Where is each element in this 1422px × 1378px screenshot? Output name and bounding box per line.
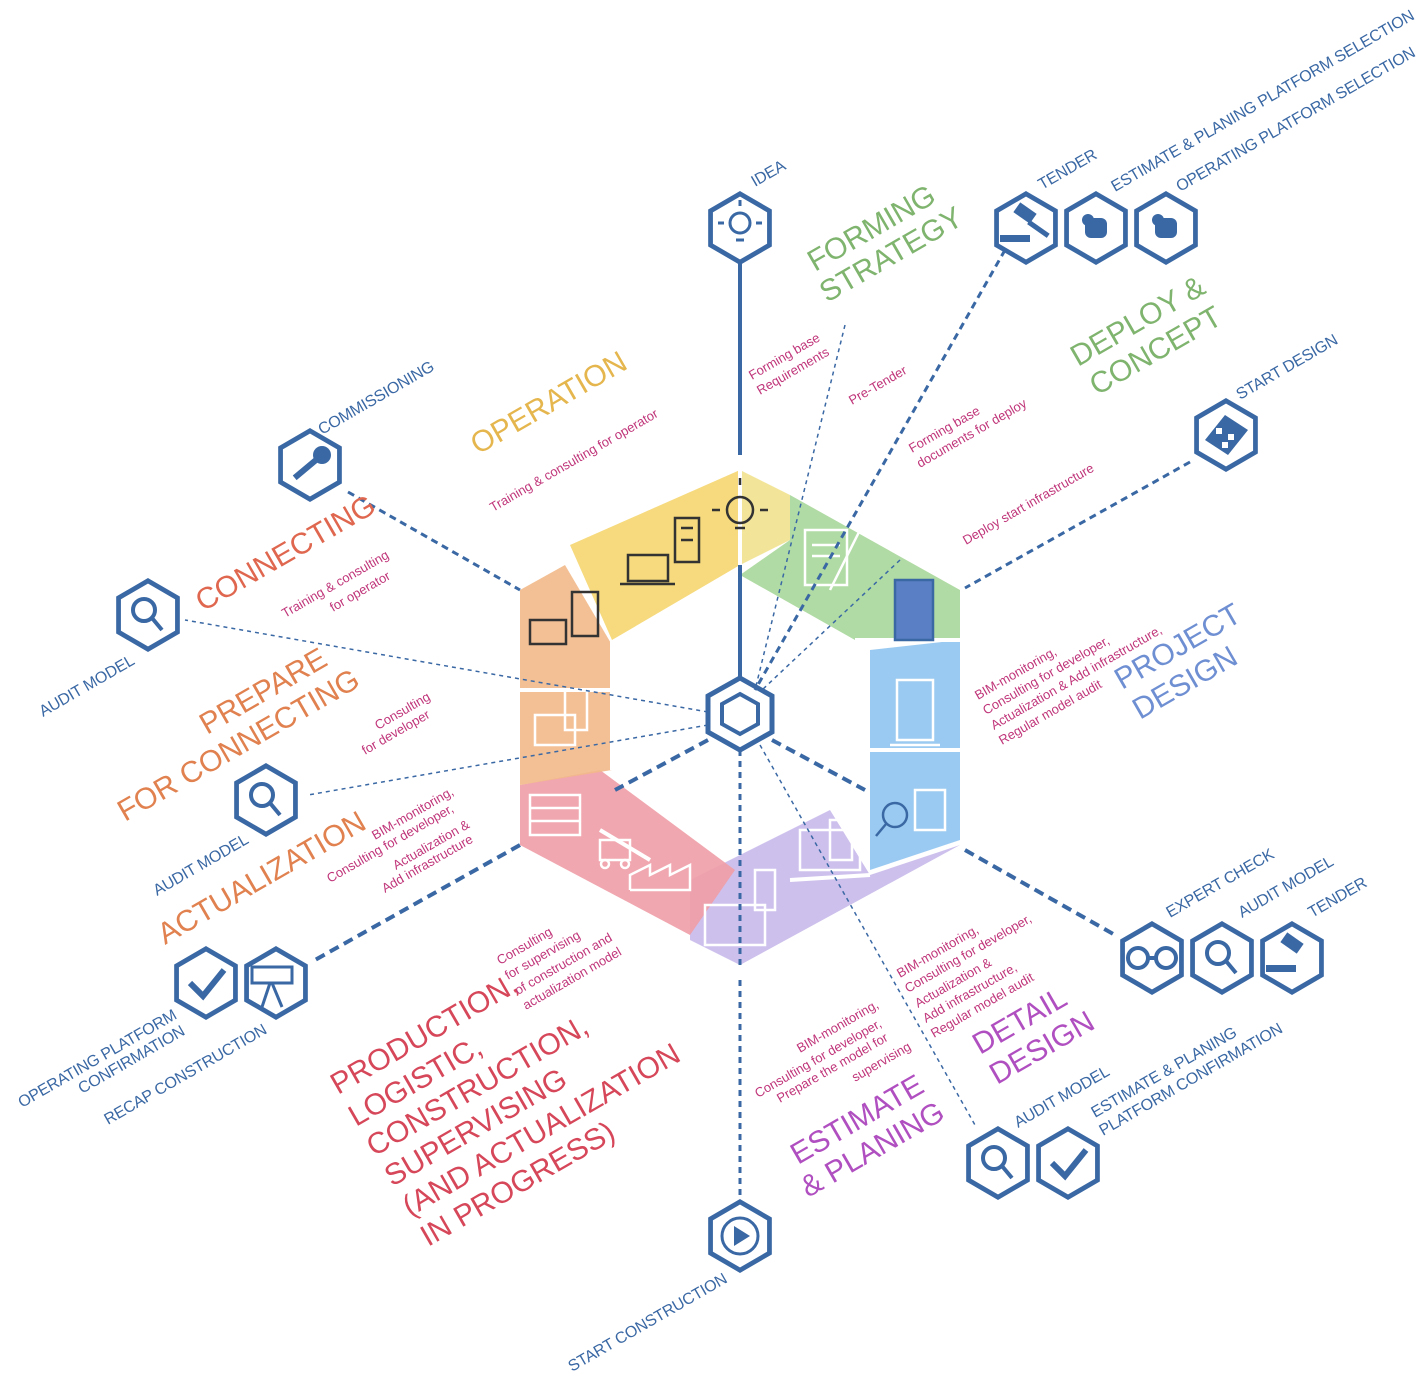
start-design-label: START DESIGN <box>1234 332 1341 404</box>
milestone-operating-platform <box>1137 194 1196 262</box>
brick-building-icon <box>533 688 589 747</box>
key-icon <box>292 446 331 481</box>
project-design-tile <box>870 640 960 870</box>
milestone-audit-model-right <box>1193 924 1252 992</box>
laptop-chart-icon <box>620 553 675 586</box>
building-plan-icon <box>890 678 940 747</box>
truck-icon <box>598 838 632 870</box>
milestone-tender <box>997 194 1056 262</box>
milestone-audit-model-left-high <box>119 581 178 649</box>
checkmark-icon <box>187 968 227 1001</box>
magnifier-icon <box>1205 940 1238 975</box>
start-construction-label: START CONSTRUCTION <box>566 1271 731 1376</box>
milestone-recap-construction <box>247 949 306 1017</box>
note-pre-tender: Pre-Tender <box>846 362 910 407</box>
lightbulb-icon <box>718 200 762 242</box>
estimate-platform-conf-label-2: PLATFORM CONFIRMATION <box>1097 1020 1286 1139</box>
estimate-platform-sel-label: ESTIMATE & PLANING PLATFORM SELECTION <box>1109 7 1418 195</box>
milestone-estimate-platform-conf <box>1039 1129 1098 1197</box>
milestone-tender-right <box>1263 924 1322 992</box>
glasses-icon <box>1126 946 1178 970</box>
hub-icon <box>705 675 775 753</box>
magnifier-icon <box>249 782 282 817</box>
production-tile <box>520 770 735 935</box>
factory-icon <box>628 862 692 892</box>
detail-design-tile <box>690 810 960 965</box>
checkmark-icon <box>1049 1148 1089 1181</box>
tower-building-icon <box>893 578 935 642</box>
play-icon <box>720 1216 760 1256</box>
magnifier-icon <box>981 1145 1014 1180</box>
milestone-start-design <box>1197 401 1256 469</box>
brick-wall-icon <box>528 793 582 837</box>
milestone-audit-model-bottom <box>969 1129 1028 1197</box>
tender-label: TENDER <box>1036 146 1100 193</box>
checkered-flag-icon <box>1205 415 1248 455</box>
operating-platform-sel-label: OPERATING PLATFORM SELECTION <box>1174 44 1419 195</box>
document-pencil-icon <box>803 528 862 591</box>
blueprint-icon <box>798 818 862 872</box>
milestone-audit-model-left-low <box>237 766 296 834</box>
floor-plan-icon <box>703 868 777 947</box>
milestone-operating-platform-conf <box>177 949 236 1017</box>
milestone-estimate-platform <box>1067 194 1126 262</box>
milestone-commissioning <box>281 431 340 499</box>
camera-tripod-icon <box>250 965 294 1008</box>
audit-model-left-high-label: AUDIT MODEL <box>37 652 138 720</box>
tender-right-label: TENDER <box>1306 874 1370 921</box>
office-building-icon <box>673 516 701 564</box>
magnifier-icon <box>131 597 164 632</box>
note-deploy-infra: Deploy start infrastructure <box>960 460 1096 547</box>
milestone-expert-check <box>1123 924 1182 992</box>
gavel-icon <box>1000 202 1050 242</box>
idea-tile <box>740 470 790 565</box>
touch-hand-icon <box>1152 214 1177 238</box>
connectors <box>184 249 1191 1195</box>
lightbulb-icon <box>712 478 768 530</box>
tile-icons <box>528 478 947 947</box>
milestone-start-construction <box>711 1202 770 1270</box>
hex-ring <box>520 470 960 965</box>
laptop-building-icon <box>528 590 600 646</box>
commissioning-label: COMMISSIONING <box>316 358 438 438</box>
idea-label: IDEA <box>749 157 790 190</box>
building-inspect-icon <box>875 788 947 837</box>
gavel-icon <box>1266 932 1304 972</box>
milestone-idea <box>711 194 770 262</box>
touch-hand-icon <box>1082 214 1107 238</box>
